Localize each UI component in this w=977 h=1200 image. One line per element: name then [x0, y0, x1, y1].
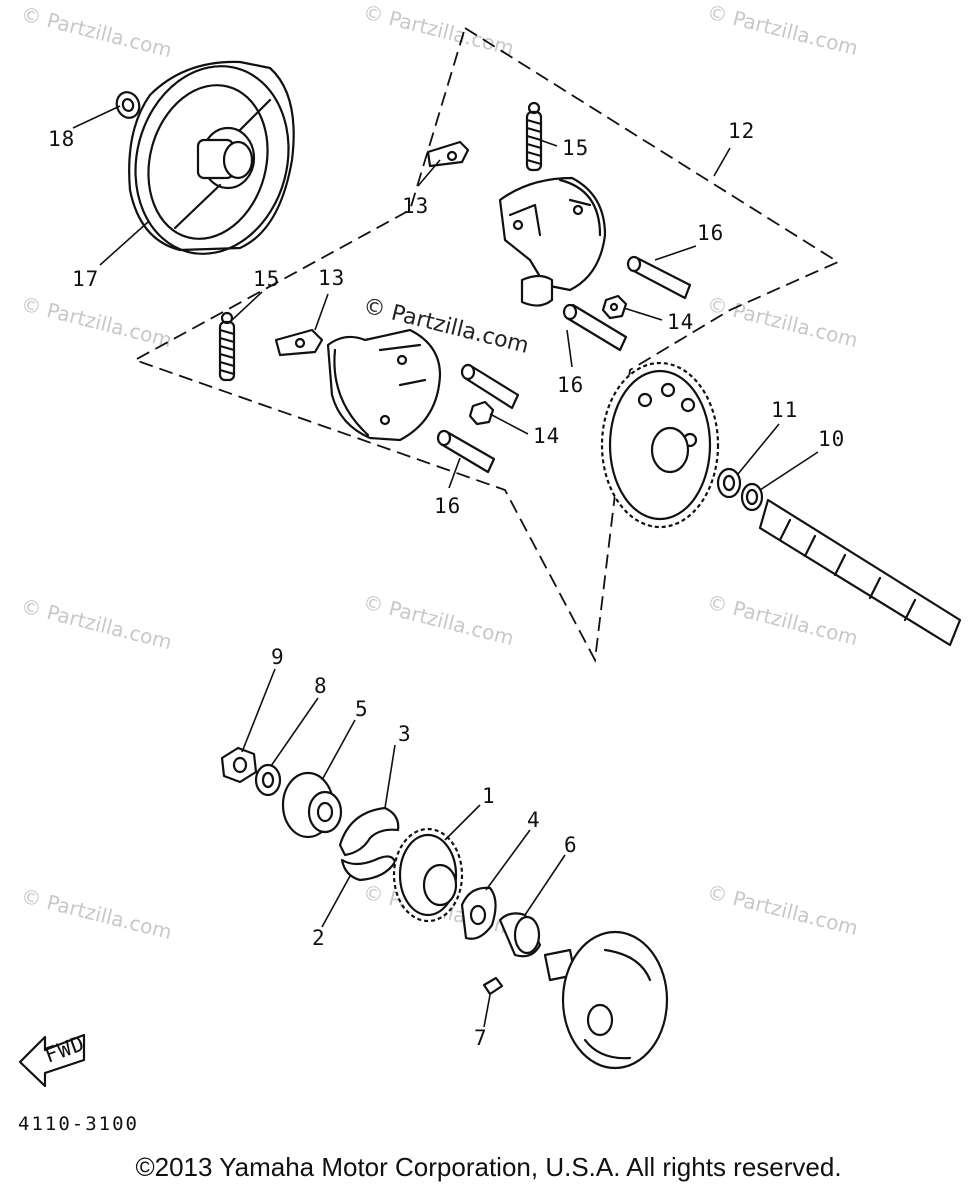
watermark: © Partzilla.com: [19, 884, 175, 945]
part-9-nut: [220, 746, 258, 784]
callout-16: 16: [434, 494, 461, 518]
callout-18: 18: [48, 127, 75, 151]
watermark: © Partzilla.com: [19, 2, 175, 63]
callout-9: 9: [271, 645, 285, 669]
watermark: © Partzilla.com: [19, 292, 175, 353]
part-13-lever-upper: [426, 140, 470, 168]
large-gear: [600, 361, 720, 529]
watermark: © Partzilla.com: [705, 0, 861, 60]
part-16-pin-b: [562, 303, 628, 352]
callout-16: 16: [557, 373, 584, 397]
watermark: © Partzilla.com: [19, 594, 175, 655]
callout-13: 13: [402, 194, 429, 218]
watermark: © Partzilla.com: [705, 880, 861, 941]
part-7-key: [482, 976, 504, 996]
copyright-notice: ©2013 Yamaha Motor Corporation, U.S.A. A…: [135, 1152, 842, 1182]
shaft: [758, 498, 962, 647]
callout-10: 10: [818, 427, 845, 451]
watermark: © Partzilla.com: [361, 0, 517, 60]
fwd-arrow-icon: FWD: [18, 1031, 88, 1088]
part-13-lever-lower: [274, 328, 324, 357]
part-8-washer: [254, 763, 282, 797]
callout-17: 17: [72, 267, 99, 291]
part-17-clutch-drum: [128, 60, 295, 255]
callout-3: 3: [398, 722, 412, 746]
part-5-hub: [281, 771, 343, 839]
part-15-spring-upper: [525, 101, 543, 172]
part-2-shoe-half: [340, 855, 397, 882]
callout-14: 14: [667, 310, 694, 334]
part-10-circlip: [740, 482, 764, 512]
reference-code: 4110-3100: [18, 1113, 139, 1135]
part-15-spring-lower: [218, 311, 236, 382]
part-16-pin-c: [460, 363, 520, 410]
part-14-nut-lower: [468, 400, 495, 426]
part-6-bushing: [498, 912, 542, 958]
callout-6: 6: [564, 833, 578, 857]
callout-15: 15: [253, 267, 280, 291]
callout-1: 1: [482, 784, 496, 808]
callout-15: 15: [562, 136, 589, 160]
callout-7: 7: [474, 1026, 488, 1050]
part-3-shoe-half: [338, 806, 400, 857]
leader-lines: [72, 105, 819, 1028]
callout-numbers: 18 17 15 13 12 16 14 15 13 14 16 11 10 1…: [48, 119, 845, 1050]
part-16-pin-d: [436, 429, 496, 474]
callout-14: 14: [533, 424, 560, 448]
assembly-boundary: [132, 26, 840, 663]
callout-2: 2: [312, 926, 326, 950]
watermark: © Partzilla.com: [705, 590, 861, 651]
callout-11: 11: [771, 398, 798, 422]
callout-4: 4: [527, 808, 541, 832]
part-14-nut-upper: [601, 294, 628, 320]
part-4-plate: [460, 886, 497, 940]
callout-12: 12: [728, 119, 755, 143]
callout-8: 8: [314, 674, 328, 698]
watermark: © Partzilla.com: [705, 292, 861, 353]
callout-16: 16: [697, 221, 724, 245]
part-11-washer: [716, 467, 742, 499]
callout-5: 5: [355, 697, 369, 721]
part-18-washer: [115, 91, 141, 119]
primary-drive: [543, 930, 669, 1070]
clutch-shoe-lower: [326, 328, 442, 442]
part-16-pin-a: [626, 255, 692, 300]
part-1-small-gear: [392, 827, 464, 923]
callout-13: 13: [318, 266, 345, 290]
clutch-shoe-upper: [498, 176, 607, 307]
watermark: © Partzilla.com: [361, 590, 517, 651]
